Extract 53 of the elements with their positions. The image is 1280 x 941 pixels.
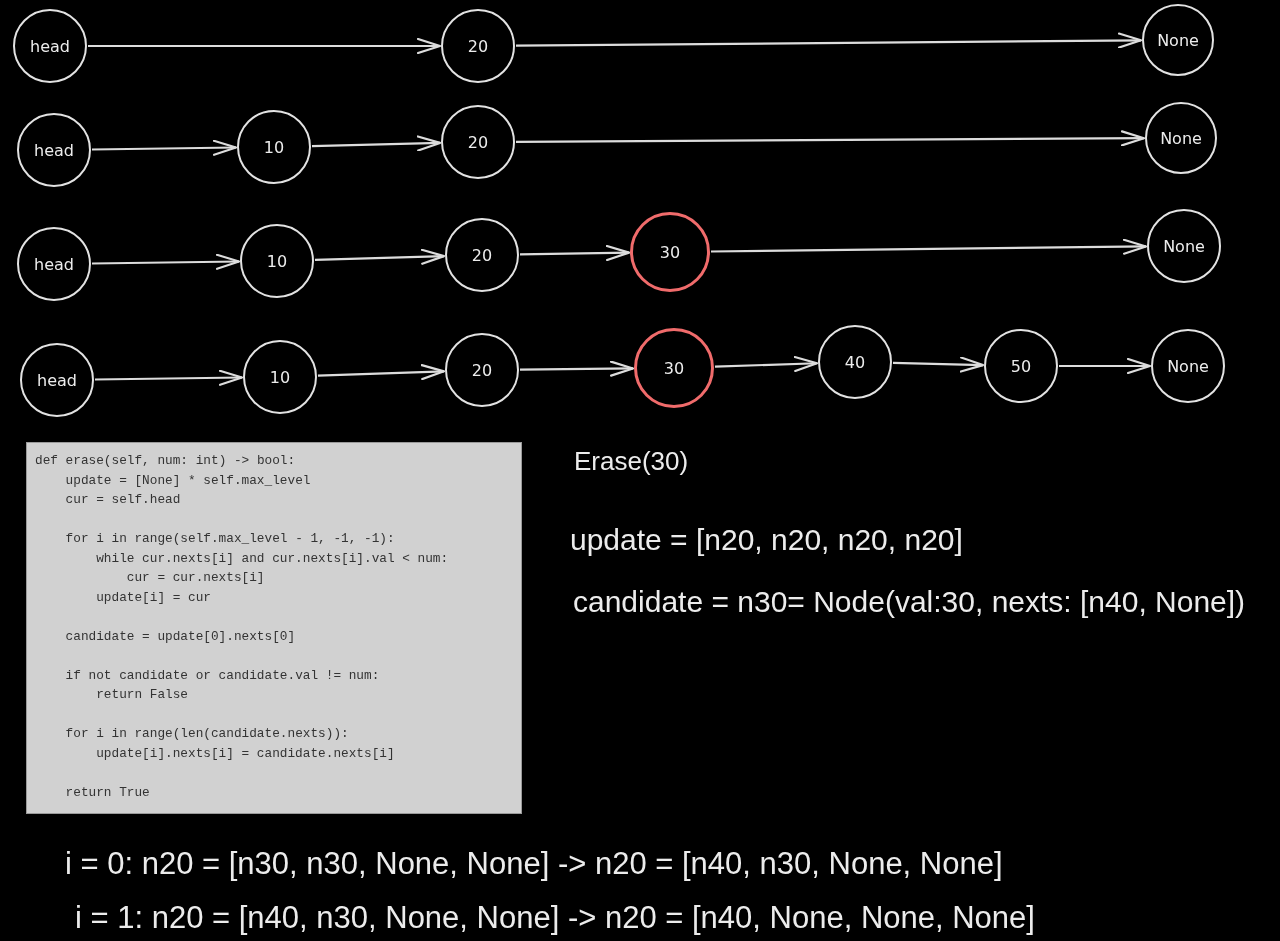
arrow	[92, 139, 238, 156]
node-label: None	[1157, 30, 1199, 50]
code-line: update[i] = cur	[96, 589, 211, 606]
operation-heading: Erase(30)	[574, 446, 689, 478]
node-label: 10	[266, 251, 288, 271]
arrow	[95, 369, 244, 386]
code-line: candidate = update[0].nexts[0]	[65, 628, 296, 645]
annotation-text: update = [n20, n20, n20, n20]	[570, 522, 963, 558]
arrow	[711, 238, 1148, 255]
node-label: head	[34, 254, 74, 274]
code-line: cur = cur.nexts[i]	[126, 570, 265, 586]
node-label: 20	[471, 245, 493, 265]
code-line: while cur.nexts[i] and cur.nexts[i].val < num:	[96, 550, 449, 567]
node-label: 30	[663, 358, 685, 378]
arrow	[516, 130, 1146, 147]
node-label: None	[1160, 128, 1202, 148]
step-text: i = 1: n20 = [n40, n30, None, None] -> n20 = [n40, None, None, None]	[75, 899, 1035, 937]
node-label: head	[30, 36, 70, 56]
code-line: def erase(self, num: int) -> bool:	[35, 453, 296, 469]
arrow	[520, 360, 635, 377]
node-label: 10	[269, 367, 291, 387]
code-panel	[26, 442, 522, 814]
node-label: head	[37, 370, 77, 390]
node-label: 40	[844, 352, 866, 372]
node-label: 20	[467, 36, 489, 56]
arrow	[1059, 357, 1152, 375]
node-label: 10	[263, 137, 285, 157]
arrow	[516, 32, 1143, 49]
arrow	[892, 356, 985, 373]
code-line: update[i].nexts[i] = candidate.nexts[i]	[96, 745, 395, 762]
node-label: None	[1163, 236, 1205, 256]
code-line: return False	[96, 687, 188, 703]
arrow	[88, 37, 442, 55]
step-text: i = 0: n20 = [n30, n30, None, None] -> n20 = [n40, n30, None, None]	[65, 845, 1003, 883]
code-line: return True	[65, 784, 150, 801]
node-label: None	[1167, 356, 1209, 376]
arrow	[520, 244, 631, 262]
code-line: if not candidate or candidate.val != num:	[65, 667, 380, 684]
node-label: head	[34, 140, 74, 160]
code-line: update = [None] * self.max_level	[65, 472, 311, 489]
arrow	[311, 135, 442, 152]
arrow	[714, 355, 819, 373]
node-label: 30	[659, 242, 681, 262]
code-line: for i in range(self.max_level - 1, -1, -1):	[65, 531, 395, 547]
node-label: 50	[1010, 356, 1032, 376]
annotation-text: candidate = n30= Node(val:30, nexts: [n40, None])	[573, 584, 1246, 620]
code-line: cur = self.head	[65, 492, 181, 508]
code-line: for i in range(len(candidate.nexts)):	[65, 726, 349, 742]
arrow	[317, 364, 446, 381]
arrow	[314, 248, 446, 265]
node-label: 20	[471, 360, 493, 380]
node-label: 20	[467, 132, 489, 152]
arrow	[92, 253, 241, 270]
